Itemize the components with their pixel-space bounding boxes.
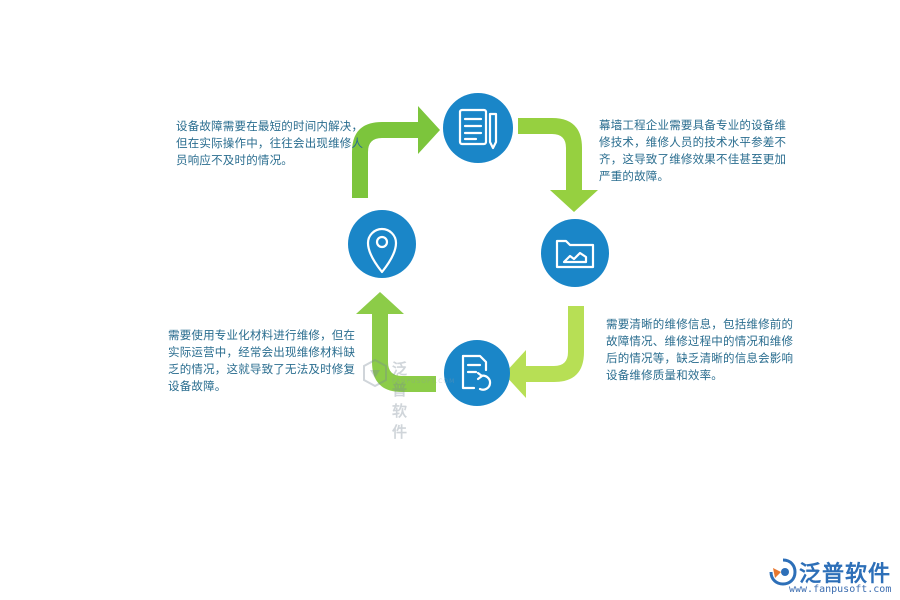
watermark-sub: FANPUSOFT.COM bbox=[392, 378, 456, 385]
brand-name: 泛普软件 bbox=[799, 562, 892, 587]
brand-logo: 泛普软件 www.fanpusoft.com bbox=[769, 556, 894, 600]
arrow-bottom-to-left bbox=[356, 292, 436, 392]
watermark-text: 泛普软件 bbox=[392, 360, 408, 441]
text-top-right: 幕墙工程企业需要具备专业的设备维修技术，维修人员的技术水平参差不齐，这导致了维修… bbox=[599, 118, 787, 183]
node-bottom bbox=[444, 340, 510, 406]
text-bottom-right: 需要清晰的维修信息，包括维修前的故障情况、维修过程中的情况和维修后的情况等，缺乏… bbox=[606, 317, 794, 382]
arrow-top-to-right bbox=[518, 118, 598, 212]
text-bottom-left: 需要使用专业化材料进行维修，但在实际运营中，经常会出现维修材料缺乏的情况，这就导… bbox=[168, 328, 356, 393]
watermark: 泛普软件 FANPUSOFT.COM bbox=[362, 358, 454, 441]
folder-icon bbox=[555, 239, 595, 269]
arrow-left-to-top bbox=[352, 106, 440, 198]
document-pencil-icon bbox=[458, 108, 498, 150]
node-left bbox=[348, 210, 416, 278]
document-refresh-icon bbox=[461, 354, 492, 391]
text-top-left: 设备故障需要在最短的时间内解决，但在实际操作中，往往会出现维修人员响应不及时的情… bbox=[176, 119, 364, 167]
watermark-icon bbox=[363, 358, 387, 388]
arrow-right-to-bottom bbox=[504, 306, 584, 398]
node-right bbox=[541, 219, 609, 287]
location-pin-icon bbox=[366, 227, 398, 274]
fanpu-logo-icon bbox=[769, 558, 797, 586]
node-top bbox=[443, 93, 513, 163]
brand-url: www.fanpusoft.com bbox=[789, 584, 892, 595]
